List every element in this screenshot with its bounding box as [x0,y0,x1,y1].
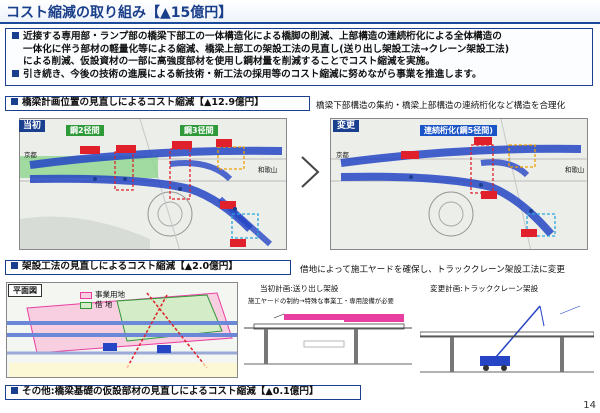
page-title: コスト縮減の取り組み【▲15億円】 [6,5,233,21]
section2-note: 借地によって施工ヤードを確保し、トラッククレーン架設工法に変更 [300,265,565,275]
intro-box: 近接する専用部・ランプ部の橋梁下部工の一体構造化による橋脚の削減、上部構造の連続… [5,28,593,86]
plan-view-panel [6,282,238,378]
before-place-wakayama: 和歌山 [258,166,278,174]
section1-note: 橋梁下部構造の集約・橋梁上部構造の連続桁化など構造を合理化 [316,101,566,111]
plan-legend: 事業用地 借 地 [80,290,125,310]
legend-swatch-pink [80,291,92,299]
intro-line-2: 一体化に伴う部材の軽量化等による縮減、橋梁上部工の架設工法の見直し(送り出し架設… [23,43,510,55]
before-span-a: 鋼2径間 [66,125,104,136]
after-place-wakayama: 和歌山 [565,166,585,174]
before-tag: 当初 [19,120,46,132]
chevron-right-icon [301,156,320,188]
after-tag: 変更 [333,120,360,132]
new-plan-diagram [420,296,594,378]
after-plan-panel [330,118,588,250]
after-span: 連続桁化(鋼5径間) [420,125,497,136]
truck-crane-erection-drawing [420,305,594,373]
intro-bullet-2: 引き続き、今後の技術の進展による新技術・新工法の採用等のコスト縮減に努めながら事… [12,69,586,82]
after-place-kyoto: 京都 [336,151,349,159]
original-plan-diagram [244,306,412,378]
bullet-square-icon [11,98,18,105]
legend-item-leased-land: 借 地 [80,300,125,310]
bullet-square-icon [12,69,19,77]
before-place-kyoto: 京都 [24,151,37,159]
new-plan-caption: 変更計画:トラッククレーン架設 [430,284,539,293]
title-bar: コスト縮減の取り組み【▲15億円】 [0,0,600,24]
legend-swatch-green [80,301,92,309]
before-plan-drawing [20,119,286,249]
plan-view-drawing [7,283,237,377]
transition-arrow-icon [300,155,322,193]
section1-header: 橋梁計画位置の見直しによるコスト縮減【▲12.9億円】 [5,96,310,111]
intro-line-3: による削減、仮設資材の一部に高強度部材を使用し鋼材量を削減することでコスト縮減を… [23,56,435,68]
original-plan-subcaption: 施工ヤードの制約→特殊な事業工・専用設備が必要 [248,297,394,305]
before-span-b: 鋼3径間 [180,125,218,136]
section3-header: その他:橋梁基礎の仮設部材の見直しによるコスト縮減【▲0.1億円】 [5,385,361,400]
page-number: 14 [583,400,596,411]
original-plan-caption: 当初計画:送り出し架設 [260,284,339,293]
bullet-square-icon [11,262,18,269]
legend-item-project-land: 事業用地 [80,290,125,300]
after-plan-drawing [331,119,587,249]
section2-header: 架設工法の見直しによるコスト縮減【▲2.0億円】 [5,260,291,275]
before-plan-panel [19,118,287,250]
plan-view-tag: 平面図 [8,284,42,297]
bullet-square-icon [12,32,19,39]
bullet-square-icon [11,387,18,394]
intro-bullet-1: 近接する専用部・ランプ部の橋梁下部工の一体構造化による橋脚の削減、上部構造の連続… [12,31,586,44]
launching-erection-drawing [244,313,412,365]
